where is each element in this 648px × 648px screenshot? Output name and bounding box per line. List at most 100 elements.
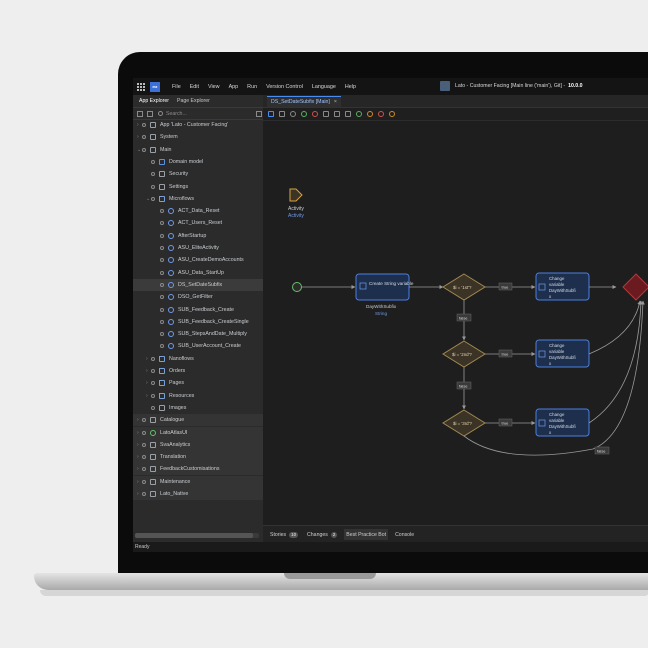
tree-item[interactable]: ›SvaAnalytics — [133, 438, 263, 451]
tab-ds-setdatesubfix[interactable]: DS_SetDateSubfix [Main] × — [267, 95, 341, 107]
tree-item[interactable]: Domain model — [133, 156, 263, 168]
chevron-icon[interactable]: ⌄ — [137, 146, 142, 153]
change-variable-2[interactable]: Change variable DayWithSubfi x — [535, 339, 590, 368]
scrollbar-thumb[interactable] — [135, 533, 253, 538]
select-tool-icon[interactable] — [279, 111, 285, 117]
create-variable-activity[interactable]: Create String variable DayWithSubfix Str… — [355, 273, 414, 316]
menu-version-control[interactable]: Version Control — [266, 83, 303, 90]
tree-item[interactable]: DSO_GetFilter — [133, 291, 263, 303]
tree-item[interactable]: ›Catalogue — [133, 414, 263, 427]
tree-item[interactable]: SUB_Feedback_Create — [133, 304, 263, 316]
tree-item-label: SUB_StepsAndDate_Multiply — [178, 331, 247, 338]
tree-item[interactable]: ›Orders — [133, 365, 263, 377]
continue-event-icon[interactable] — [367, 111, 373, 117]
chevron-icon[interactable]: › — [137, 122, 139, 128]
menu-run[interactable]: Run — [247, 83, 258, 90]
tree-item[interactable]: ⌄Microflows — [133, 193, 263, 205]
tab-best-practice-bot[interactable]: Best Practice Bot — [344, 529, 389, 540]
tree-item[interactable]: ›Nanoflows — [133, 353, 263, 365]
tree-item[interactable]: › Resources — [133, 390, 263, 402]
app-grid-icon[interactable] — [137, 82, 145, 91]
microflow-canvas[interactable]: Activity Activity Create String variable… — [263, 121, 648, 525]
chevron-icon[interactable]: › — [146, 355, 148, 362]
change-variable-3[interactable]: Change variable DayWithSubfi x — [535, 408, 590, 437]
end-event-icon[interactable] — [301, 111, 307, 117]
tree-item[interactable]: SUB_StepsAndDate_Multiply — [133, 328, 263, 340]
tab-console[interactable]: Console — [393, 529, 416, 540]
tree-item[interactable]: DS_SetDateSubfix — [133, 278, 263, 291]
decision-tool-icon[interactable] — [323, 111, 329, 117]
tree-item[interactable]: Settings — [133, 181, 263, 193]
expand-all-icon[interactable] — [147, 110, 153, 117]
tree-item[interactable]: ›System — [133, 131, 263, 143]
app-icon — [150, 122, 156, 128]
chevron-icon[interactable]: › — [137, 134, 139, 141]
tree-item[interactable]: AfterStartup — [133, 230, 263, 242]
tree-item[interactable]: ›Lato_Native — [133, 488, 263, 500]
chevron-icon[interactable]: ⌄ — [146, 195, 151, 202]
tree-item[interactable]: ›FeedbackCustomisations — [133, 463, 263, 476]
tab-changes[interactable]: Changes 2 — [305, 529, 339, 540]
chevron-icon[interactable]: › — [146, 380, 148, 387]
tree-item[interactable]: ›Maintenance — [133, 475, 263, 488]
tree-item[interactable]: ACT_Users_Reset — [133, 217, 263, 229]
parameter-tool-icon[interactable] — [389, 111, 395, 117]
tree-item[interactable]: ›LatoAtlasUI — [133, 426, 263, 439]
menu-language[interactable]: Language — [311, 83, 336, 90]
annotation-tool-icon[interactable] — [378, 111, 384, 117]
tree-item[interactable]: ⌄Main — [133, 144, 263, 156]
chevron-icon[interactable]: › — [137, 441, 139, 448]
chevron-icon[interactable]: › — [137, 478, 139, 485]
chevron-icon[interactable]: › — [137, 491, 139, 497]
start-event-icon[interactable] — [290, 111, 296, 117]
chevron-icon[interactable]: › — [146, 368, 148, 374]
error-event-icon[interactable] — [312, 111, 318, 117]
explorer-search[interactable]: Search... — [158, 110, 262, 117]
tab-stories[interactable]: Stories 10 — [268, 529, 300, 540]
merge-tool-icon[interactable] — [334, 111, 340, 117]
merge-decision[interactable] — [622, 273, 648, 301]
chevron-icon[interactable]: › — [137, 454, 139, 461]
menu-view[interactable]: View — [207, 83, 220, 90]
tab-page-explorer[interactable]: Page Explorer — [177, 98, 210, 104]
decision-1[interactable]: $i = '1st'? — [442, 273, 486, 301]
close-tab-icon[interactable]: × — [333, 98, 337, 105]
status-dot-icon — [142, 147, 146, 152]
true-label-3: true — [502, 421, 510, 426]
change-variable-1[interactable]: Change variable DayWithSubfi x — [535, 272, 590, 301]
tree-item[interactable]: Images — [133, 402, 263, 414]
decision-2[interactable]: $i = '2nd'? — [442, 340, 486, 368]
explorer-scrollbar[interactable] — [135, 533, 259, 538]
tree-item[interactable]: SUB_Feedback_CreateSingle — [133, 316, 263, 328]
tab-app-explorer[interactable]: App Explorer — [139, 98, 169, 104]
loop-tool-icon[interactable] — [345, 111, 351, 117]
pointer-tool-icon[interactable] — [268, 111, 274, 117]
menu-help[interactable]: Help — [344, 83, 356, 90]
tree-item[interactable]: ›Pages — [133, 377, 263, 389]
start-event[interactable] — [292, 282, 302, 292]
menu-app[interactable]: App — [228, 83, 239, 90]
filter-icon[interactable] — [256, 110, 262, 117]
chevron-icon[interactable]: › — [137, 429, 139, 436]
decision-3[interactable]: $i = '3rd'? — [442, 409, 486, 437]
tree-item[interactable]: ASU_CreateDemoAccounts — [133, 254, 263, 266]
key-icon — [159, 171, 165, 178]
module-icon — [150, 491, 156, 497]
collapse-all-icon[interactable] — [137, 110, 143, 117]
search-input[interactable]: Search... — [166, 110, 187, 117]
tree-item[interactable]: ›Translation — [133, 451, 263, 464]
chevron-icon[interactable]: › — [137, 466, 139, 473]
tree-item[interactable]: ASU_EliteActivity — [133, 242, 263, 254]
tree-item-label: Resources — [169, 392, 195, 399]
menu-edit[interactable]: Edit — [189, 83, 199, 90]
tree-item[interactable]: SUB_UserAccount_Create — [133, 340, 263, 352]
break-event-icon[interactable] — [356, 111, 362, 117]
menu-file[interactable]: File — [172, 83, 181, 90]
tree-item[interactable]: ACT_Data_Reset — [133, 205, 263, 217]
tree-item[interactable]: ›App 'Lato - Customer Facing' — [133, 119, 263, 131]
activity-annotation[interactable]: Activity Activity — [288, 188, 304, 219]
tree-item[interactable]: ASU_Data_StartUp — [133, 267, 263, 279]
tree-item[interactable]: Security — [133, 168, 263, 180]
chevron-icon[interactable]: › — [137, 417, 139, 424]
chevron-icon[interactable]: › — [146, 392, 148, 399]
